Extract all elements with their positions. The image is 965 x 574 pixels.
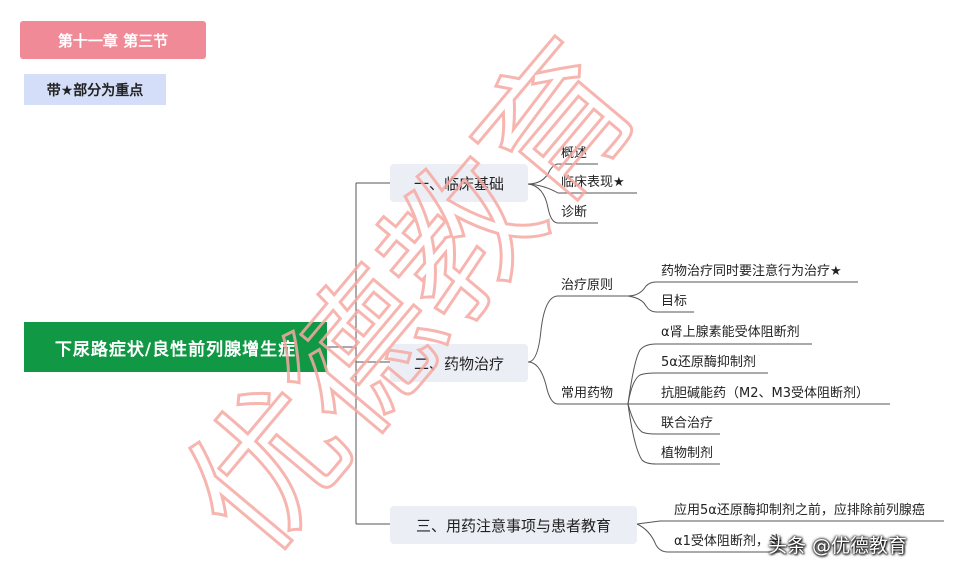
connector-leaf-3-2 <box>636 523 780 553</box>
branch-clinical-basics[interactable]: 一、临床基础 <box>390 164 528 202</box>
leaf-exclude-prostate-cancer[interactable]: 应用5α还原酶抑制剂之前，应排除前列腺癌 <box>674 503 925 518</box>
leaf-plant-extracts[interactable]: 植物制剂 <box>661 446 714 461</box>
leaf-alpha-blockers[interactable]: α肾上腺素能受体阻断剂 <box>661 325 800 340</box>
connector-leaf-1-1 <box>527 163 598 185</box>
connector-sub-1 <box>527 295 628 363</box>
root-node[interactable]: 下尿路症状/良性前列腺增生症 <box>24 322 327 372</box>
leaf-combination-therapy[interactable]: 联合治疗 <box>661 416 714 431</box>
connector-leaf-2-1-2 <box>627 295 694 313</box>
leaf-clinical-manifestations[interactable]: 临床表现★ <box>561 175 625 190</box>
chapter-label: 第十一章 第三节 <box>20 21 206 59</box>
leaf-behavioral-therapy[interactable]: 药物治疗同时要注意行为治疗★ <box>661 264 842 279</box>
connector-sub-2 <box>527 361 628 405</box>
leaf-5ari[interactable]: 5α还原酶抑制剂 <box>661 355 756 370</box>
key-note: 带★部分为重点 <box>24 74 166 105</box>
branch-precautions-education[interactable]: 三、用药注意事项与患者教育 <box>390 506 637 544</box>
subgroup-common-drugs[interactable]: 常用药物 <box>561 386 614 401</box>
leaf-anticholinergics[interactable]: 抗胆碱能药（M2、M3受体阻断剂） <box>661 386 869 401</box>
leaf-diagnosis[interactable]: 诊断 <box>561 205 588 220</box>
subgroup-treatment-principles[interactable]: 治疗原则 <box>561 278 614 293</box>
connector-leaf-2-2-1 <box>627 343 812 405</box>
branch-drug-therapy[interactable]: 二、药物治疗 <box>390 344 528 382</box>
connector-leaf-2-2-4 <box>627 403 720 435</box>
leaf-overview[interactable]: 概述 <box>561 146 588 161</box>
connector-leaf-3-1 <box>636 520 944 525</box>
connector-leaf-2-1-1 <box>627 281 858 297</box>
connector-leaf-1-3 <box>527 183 598 224</box>
connector-leaf-2-2-5 <box>627 403 720 465</box>
source-credit: 头条 @优德教育 <box>768 535 908 557</box>
connector-leaf-2-2-2 <box>627 372 768 405</box>
leaf-goal[interactable]: 目标 <box>661 294 688 309</box>
leaf-alpha1-blocker-note[interactable]: α1受体阻断剂，头 <box>674 534 782 549</box>
